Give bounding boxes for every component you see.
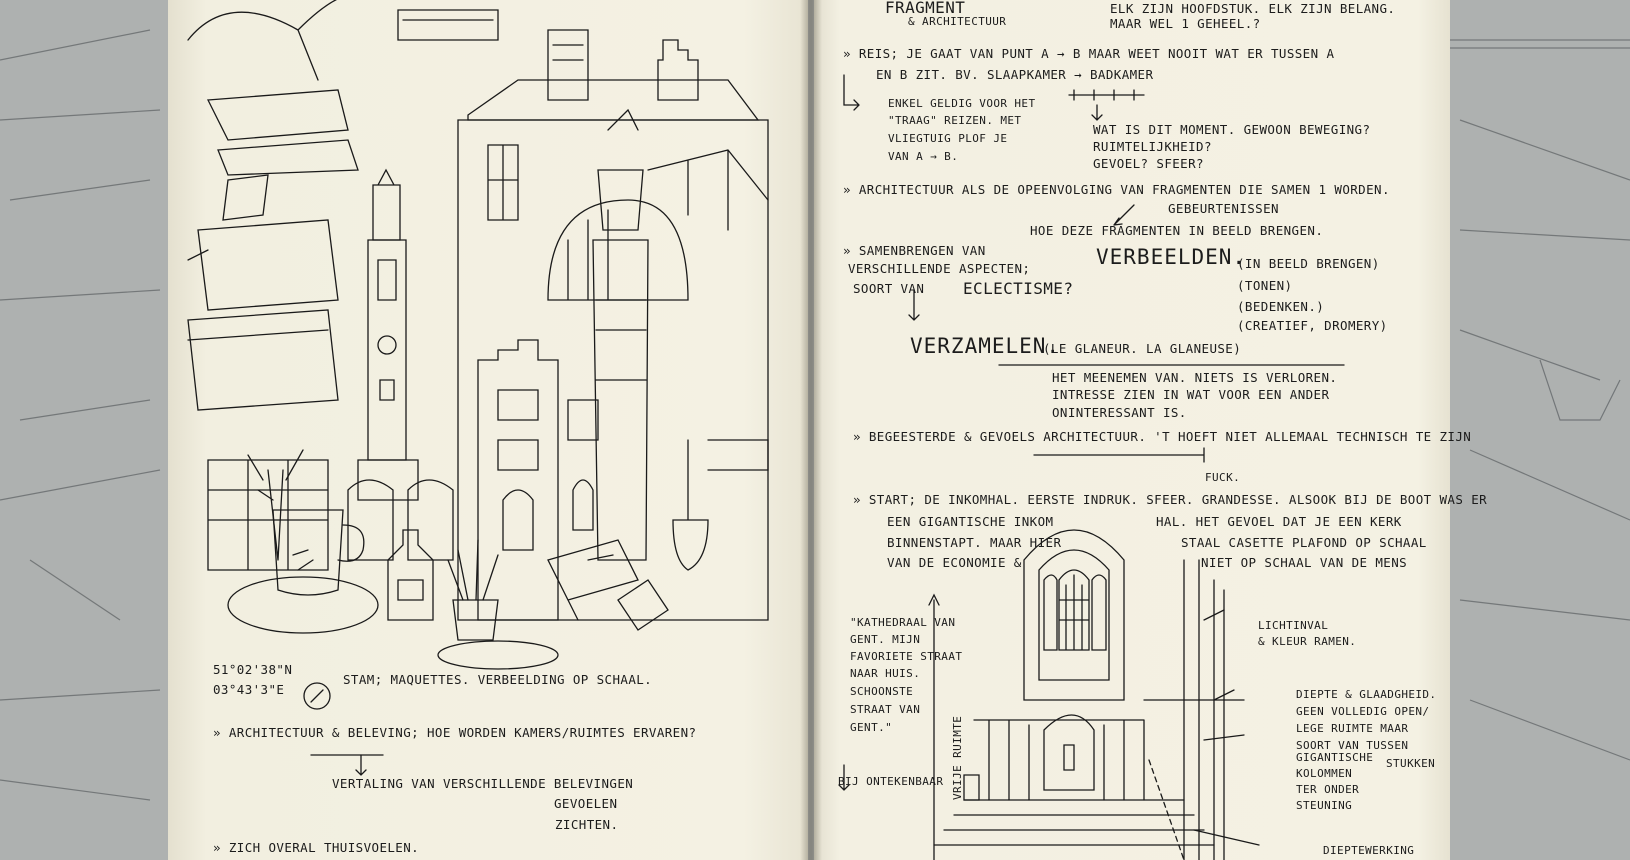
note-in-beeld: (IN BEELD BRENGEN) [1237,256,1380,271]
note-reis-2: EN B ZIT. BV. SLAAPKAMER → BADKAMER [876,67,1154,82]
quote-line-3: FAVORIETE STRAAT [850,650,963,663]
note-hoe-deze: HOE DEZE FRAGMENTEN IN BEELD BRENGEN. [1030,223,1324,238]
notebook-gutter [800,0,822,860]
note-staal: STAAL CASETTE PLAFOND OP SCHAAL [1181,535,1427,550]
label-dieptewerking: DIEPTEWERKING [1323,844,1415,857]
notebook-right-page [814,0,1450,860]
note-verbeelden: VERBEELDEN. [1096,245,1247,269]
note-gebeurtenissen: GEBEURTENISSEN [1168,201,1279,216]
note-economie: VAN DE ECONOMIE & [887,555,1022,570]
note-ruimtelijkheid: RUIMTELIJKHEID? [1093,139,1212,154]
label-lichtinval: LICHTINVAL [1258,619,1329,632]
label-diepte-3: LEGE RUIMTE MAAR [1296,722,1409,735]
longitude-coordinate: 03°43'3"E [213,682,285,697]
note-eclectisme: ECLECTISME? [963,279,1074,298]
quote-line-4: NAAR HUIS. [850,667,921,680]
label-gigantische: GIGANTISCHE [1296,751,1374,764]
note-gevoel-sfeer: GEVOEL? SFEER? [1093,156,1204,171]
note-opeenvolging: » ARCHITECTUUR ALS DE OPEENVOLGING VAN F… [843,182,1390,197]
latitude-coordinate: 51°02'38"N [213,662,293,677]
note-soort-van: SOORT VAN [853,281,925,296]
note-traag-4: VAN A → B. [888,150,959,163]
label-vrije-ruimte: VRIJE RUIMTE [951,715,964,800]
quote-line-2: GENT. MIJN [850,633,921,646]
note-fuck: FUCK. [1205,471,1241,484]
note-gevoelen: GEVOELEN [554,796,618,811]
note-thuisvoelen: » ZICH OVERAL THUISVOELEN. [213,840,420,855]
city-sketch-illustration [187,0,769,776]
note-mens: NIET OP SCHAAL VAN DE MENS [1201,555,1408,570]
note-begeesterde: » BEGEESTERDE & GEVOELS ARCHITECTUUR. 'T… [853,429,1472,444]
note-traag-1: ENKEL GELDIG VOOR HET [888,97,1036,110]
quote-line-7: GENT." [850,721,893,734]
note-inkom: EEN GIGANTISCHE INKOM [887,514,1054,529]
note-traag-2: "TRAAG" REIZEN. MET [888,114,1022,127]
note-start: » START; DE INKOMHAL. EERSTE INDRUK. SFE… [853,492,1488,507]
note-hoofdstuk: ELK ZIJN HOOFDSTUK. ELK ZIJN BELANG. [1110,1,1396,16]
note-reis: » REIS; JE GAAT VAN PUNT A → B MAAR WEET… [843,46,1335,61]
label-diepte-4: SOORT VAN TUSSEN [1296,739,1409,752]
note-bedenken: (BEDENKEN.) [1237,299,1325,314]
label-diepte-1: DIEPTE & GLAADGHEID. [1296,688,1437,701]
label-ter-onder: TER ONDER [1296,783,1360,796]
note-creatief: (CREATIEF, DROMERY) [1237,318,1388,333]
note-hal: HAL. HET GEVOEL DAT JE EEN KERK [1156,514,1402,529]
note-oninteressant: ONINTERESSANT IS. [1052,405,1187,420]
notebook-left-page [168,0,808,860]
note-traag-3: VLIEGTUIG PLOF JE [888,132,1008,145]
note-verzamelen: VERZAMELEN. [910,334,1061,358]
quote-line-6: STRAAT VAN [850,703,921,716]
note-aspecten: VERSCHILLENDE ASPECTEN; [848,261,1031,276]
note-meenemen: HET MEENEMEN VAN. NIETS IS VERLOREN. [1052,370,1338,385]
page-heading: FRAGMENT [885,0,966,17]
note-vertaling: VERTALING VAN VERSCHILLENDE BELEVINGEN [332,776,634,791]
note-beleving: » ARCHITECTUUR & BELEVING; HOE WORDEN KA… [213,725,697,740]
cathedral-interior-sketch [838,74,1345,860]
note-geheel: MAAR WEL 1 GEHEEL.? [1110,16,1261,31]
label-kolommen: KOLOMMEN [1296,767,1353,780]
quote-line-1: "KATHEDRAAL VAN [850,616,956,629]
note-zichten: ZICHTEN. [555,817,619,832]
note-ontekenbaar: BIJ ONTEKENBAAR [838,775,944,788]
heading-note: & ARCHITECTUUR [908,15,1007,28]
note-binnenstapt: BINNENSTAPT. MAAR HIER [887,535,1062,550]
label-diepte-2: GEEN VOLLEDIG OPEN/ [1296,705,1430,718]
note-tonen: (TONEN) [1237,278,1293,293]
note-glaneur: (LE GLANEUR. LA GLANEUSE) [1043,341,1242,356]
label-stukken: STUKKEN [1386,757,1436,770]
note-intresse: INTRESSE ZIEN IN WAT VOOR EEN ANDER [1052,387,1330,402]
quote-line-5: SCHOONSTE [850,685,914,698]
sketch-caption: STAM; MAQUETTES. VERBEELDING OP SCHAAL. [343,672,653,687]
note-moment: WAT IS DIT MOMENT. GEWOON BEWEGING? [1093,122,1371,137]
note-samenbrengen: » SAMENBRENGEN VAN [843,243,986,258]
label-kleur-ramen: & KLEUR RAMEN. [1258,635,1357,648]
label-steuning: STEUNING [1296,799,1353,812]
